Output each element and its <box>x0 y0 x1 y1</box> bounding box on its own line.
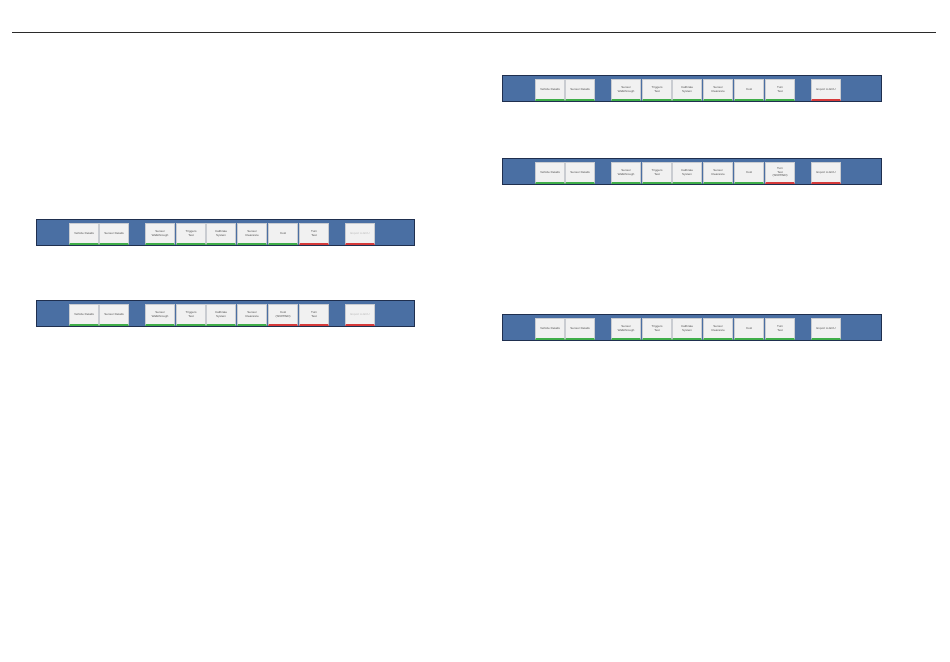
sensor-details-button[interactable]: Sensor Details <box>99 304 129 326</box>
export-to-ecu-button[interactable]: Export to ECU <box>811 318 841 340</box>
calibrate-system-button[interactable]: Calibrate System <box>672 318 702 340</box>
sensor-clearance-button[interactable]: Sensor Clearance <box>703 162 733 184</box>
calibrate-system-button[interactable]: Calibrate System <box>672 162 702 184</box>
koh-button[interactable]: KoH <box>734 79 764 101</box>
sensor-details-button[interactable]: Sensor Details <box>565 318 595 340</box>
sensor-details-button[interactable]: Sensor Details <box>565 162 595 184</box>
vehicle-details-button[interactable]: Vehicle Details <box>535 318 565 340</box>
turn-test-button[interactable]: Turn Test <box>299 223 329 245</box>
sensor-walkthrough-button[interactable]: Sensor Walkthrough <box>611 318 641 340</box>
sensor-clearance-button[interactable]: Sensor Clearance <box>237 304 267 326</box>
calibrate-system-button[interactable]: Calibrate System <box>672 79 702 101</box>
calibrate-system-button[interactable]: Calibrate System <box>206 223 236 245</box>
export-to-ecu-button[interactable]: Export to ECU <box>345 304 375 326</box>
export-to-ecu-button[interactable]: Export to ECU <box>811 79 841 101</box>
koh-button[interactable]: KoH <box>734 318 764 340</box>
vehicle-details-button[interactable]: Vehicle Details <box>535 162 565 184</box>
vehicle-details-button[interactable]: Vehicle Details <box>69 223 99 245</box>
sensor-details-button[interactable]: Sensor Details <box>99 223 129 245</box>
top-divider <box>12 32 936 33</box>
koh-button[interactable]: KoH <box>268 223 298 245</box>
triggers-test-button[interactable]: Triggers Test <box>642 318 672 340</box>
koh-button[interactable]: KoH (SKIPPED) <box>268 304 298 326</box>
triggers-test-button[interactable]: Triggers Test <box>642 162 672 184</box>
triggers-test-button[interactable]: Triggers Test <box>176 223 206 245</box>
vehicle-details-button[interactable]: Vehicle Details <box>69 304 99 326</box>
sensor-walkthrough-button[interactable]: Sensor Walkthrough <box>145 223 175 245</box>
export-to-ecu-button[interactable]: Export to ECU <box>345 223 375 245</box>
vehicle-details-button[interactable]: Vehicle Details <box>535 79 565 101</box>
sensor-clearance-button[interactable]: Sensor Clearance <box>703 79 733 101</box>
koh-button[interactable]: KoH <box>734 162 764 184</box>
sensor-walkthrough-button[interactable]: Sensor Walkthrough <box>611 162 641 184</box>
sensor-walkthrough-button[interactable]: Sensor Walkthrough <box>611 79 641 101</box>
export-to-ecu-button[interactable]: Export to ECU <box>811 162 841 184</box>
triggers-test-button[interactable]: Triggers Test <box>176 304 206 326</box>
sensor-walkthrough-button[interactable]: Sensor Walkthrough <box>145 304 175 326</box>
turn-test-button[interactable]: Turn Test (SKIPPED) <box>765 162 795 184</box>
triggers-test-button[interactable]: Triggers Test <box>642 79 672 101</box>
sensor-clearance-button[interactable]: Sensor Clearance <box>237 223 267 245</box>
turn-test-button[interactable]: Turn Test <box>765 79 795 101</box>
turn-test-button[interactable]: Turn Test <box>765 318 795 340</box>
turn-test-button[interactable]: Turn Test <box>299 304 329 326</box>
calibrate-system-button[interactable]: Calibrate System <box>206 304 236 326</box>
sensor-details-button[interactable]: Sensor Details <box>565 79 595 101</box>
sensor-clearance-button[interactable]: Sensor Clearance <box>703 318 733 340</box>
